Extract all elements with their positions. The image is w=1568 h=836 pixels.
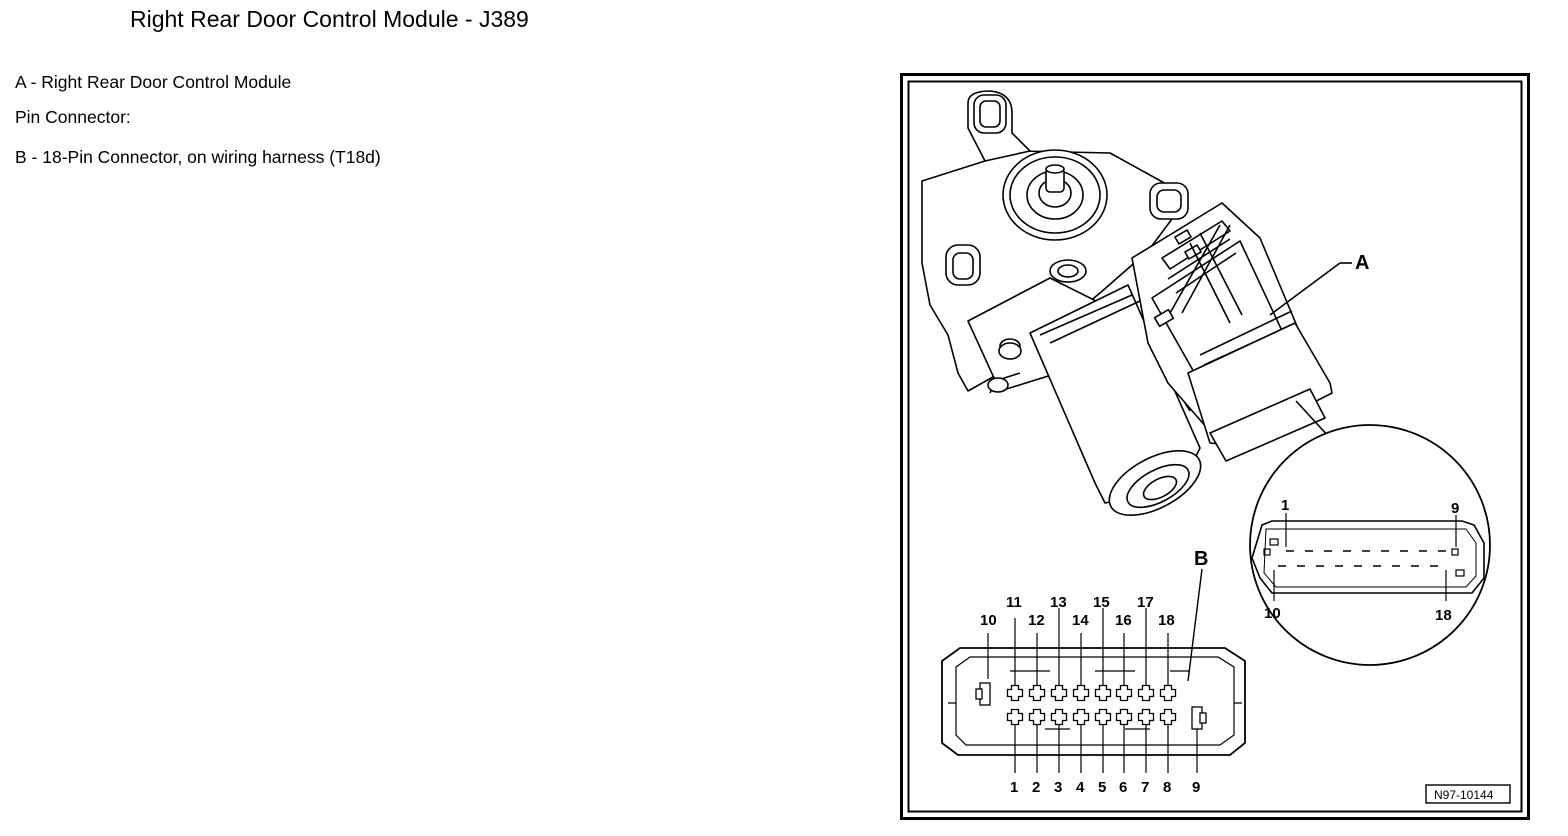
window-regulator-motor-drawing — [921, 90, 1333, 517]
connector-pin-label-1: 1 — [1010, 779, 1018, 796]
connector-pin-label-9: 9 — [1192, 779, 1200, 796]
connector-pin-cavity-7 — [1137, 708, 1155, 726]
connector-pin-cavity-8 — [1159, 708, 1177, 726]
connector-pin-cavity-15 — [1094, 684, 1112, 702]
connector-pin-label-10: 10 — [980, 612, 997, 629]
connector-top-leaders — [987, 608, 1169, 685]
connector-pin-cavity-1 — [1006, 708, 1024, 726]
legend-item-b: B - 18-Pin Connector, on wiring harness … — [15, 147, 381, 167]
connector-pin-label-17: 17 — [1137, 594, 1154, 611]
page-title: Right Rear Door Control Module - J389 — [130, 6, 529, 32]
connector-pin-cavity-4 — [1072, 708, 1090, 726]
callout-a-leader — [1269, 262, 1341, 316]
connector-pin-cavity-13 — [1050, 684, 1068, 702]
inset-pin-1-label: 1 — [1281, 497, 1289, 514]
connector-pin-label-18: 18 — [1158, 612, 1175, 629]
connector-b-drawing — [941, 647, 1246, 756]
connector-pin-label-15: 15 — [1093, 594, 1110, 611]
connector-pin-cavity-14 — [1072, 684, 1090, 702]
connector-pin-cavity-3 — [1050, 708, 1068, 726]
inset-pin-9-label: 9 — [1451, 500, 1459, 517]
connector-pin-cavity-2 — [1028, 708, 1046, 726]
connector-pin-label-11: 11 — [1006, 594, 1022, 611]
callout-b-leader — [1187, 568, 1203, 682]
inset-connector-face — [1251, 520, 1485, 594]
legend-pin-connector-heading: Pin Connector: — [15, 107, 131, 127]
connector-pin-label-13: 13 — [1050, 594, 1067, 611]
connector-pin-cavity-5 — [1094, 708, 1112, 726]
inset-leader — [1295, 400, 1331, 439]
inset-pin-10-label: 10 — [1264, 605, 1281, 622]
connector-pin-label-5: 5 — [1098, 779, 1106, 796]
connector-pin-label-14: 14 — [1072, 612, 1089, 629]
connector-pin-label-4: 4 — [1076, 779, 1085, 796]
figure-code-box — [1425, 784, 1511, 804]
connector-b-pins — [1006, 684, 1177, 726]
diagram-inner-frame — [907, 80, 1523, 813]
connector-pin-label-7: 7 — [1141, 779, 1149, 796]
diagram-outer-frame — [900, 73, 1530, 820]
callout-a-label: A — [1355, 252, 1369, 274]
legend-item-a: A - Right Rear Door Control Module — [15, 72, 292, 92]
connector-pin-cavity-6 — [1115, 708, 1133, 726]
connector-pin-label-8: 8 — [1163, 779, 1171, 796]
connector-pin-cavity-17 — [1137, 684, 1155, 702]
connector-pin-label-3: 3 — [1054, 779, 1062, 796]
connector-pin-label-16: 16 — [1115, 612, 1132, 629]
connector-pin-cavity-12 — [1028, 684, 1046, 702]
connector-pin-cavity-11 — [1006, 684, 1024, 702]
inset-pin-18-label: 18 — [1435, 607, 1452, 624]
connector-pin-label-12: 12 — [1028, 612, 1045, 629]
connector-pin-cavity-16 — [1115, 684, 1133, 702]
callout-b-label: B — [1194, 548, 1208, 570]
connector-pin-label-2: 2 — [1032, 779, 1040, 796]
connector-pin-cavity-18 — [1159, 684, 1177, 702]
figure-code: N97-10144 — [1434, 788, 1494, 802]
door-module-diagram: A — [900, 73, 1530, 820]
connector-pin-label-6: 6 — [1119, 779, 1127, 796]
connector-inset: 1 9 10 18 — [1249, 424, 1491, 666]
connector-bottom-leaders — [1014, 725, 1198, 773]
